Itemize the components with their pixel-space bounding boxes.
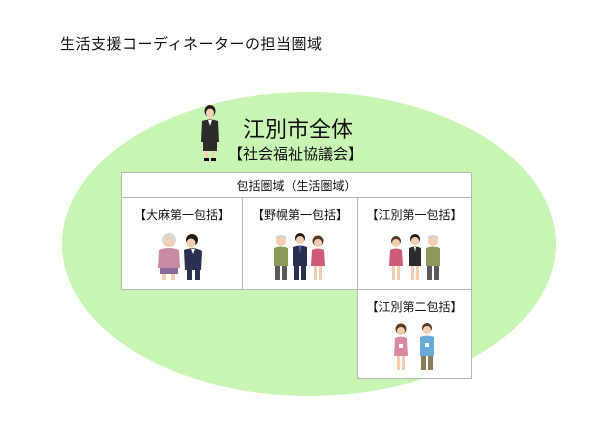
page-heading: 生活支援コーディネーターの担当圏域 — [60, 35, 323, 53]
area-label: 【野幌第一包括】 — [251, 208, 348, 222]
area-cell-nopporo: 【野幌第一包括】 — [242, 197, 358, 290]
organization-name: 【社会福祉協議会】 — [228, 145, 364, 163]
people-illustration — [158, 233, 202, 280]
area-label: 【江別第一包括】 — [366, 208, 463, 222]
area-header: 包括圏域（生活圏域） — [121, 172, 472, 198]
people-illustration — [388, 234, 440, 280]
area-label: 【江別第二包括】 — [366, 300, 463, 314]
people-illustration — [393, 323, 434, 370]
area-cell-ebetsu-1: 【江別第一包括】 — [357, 197, 472, 290]
coordinator-illustration — [201, 105, 219, 161]
area-cell-oasa: 【大麻第一包括】 — [121, 197, 243, 290]
city-title: 江別市全体 — [243, 118, 354, 143]
area-label: 【大麻第一包括】 — [133, 208, 230, 222]
area-cell-ebetsu-2: 【江別第二包括】 — [357, 289, 472, 379]
people-illustration — [274, 233, 325, 280]
